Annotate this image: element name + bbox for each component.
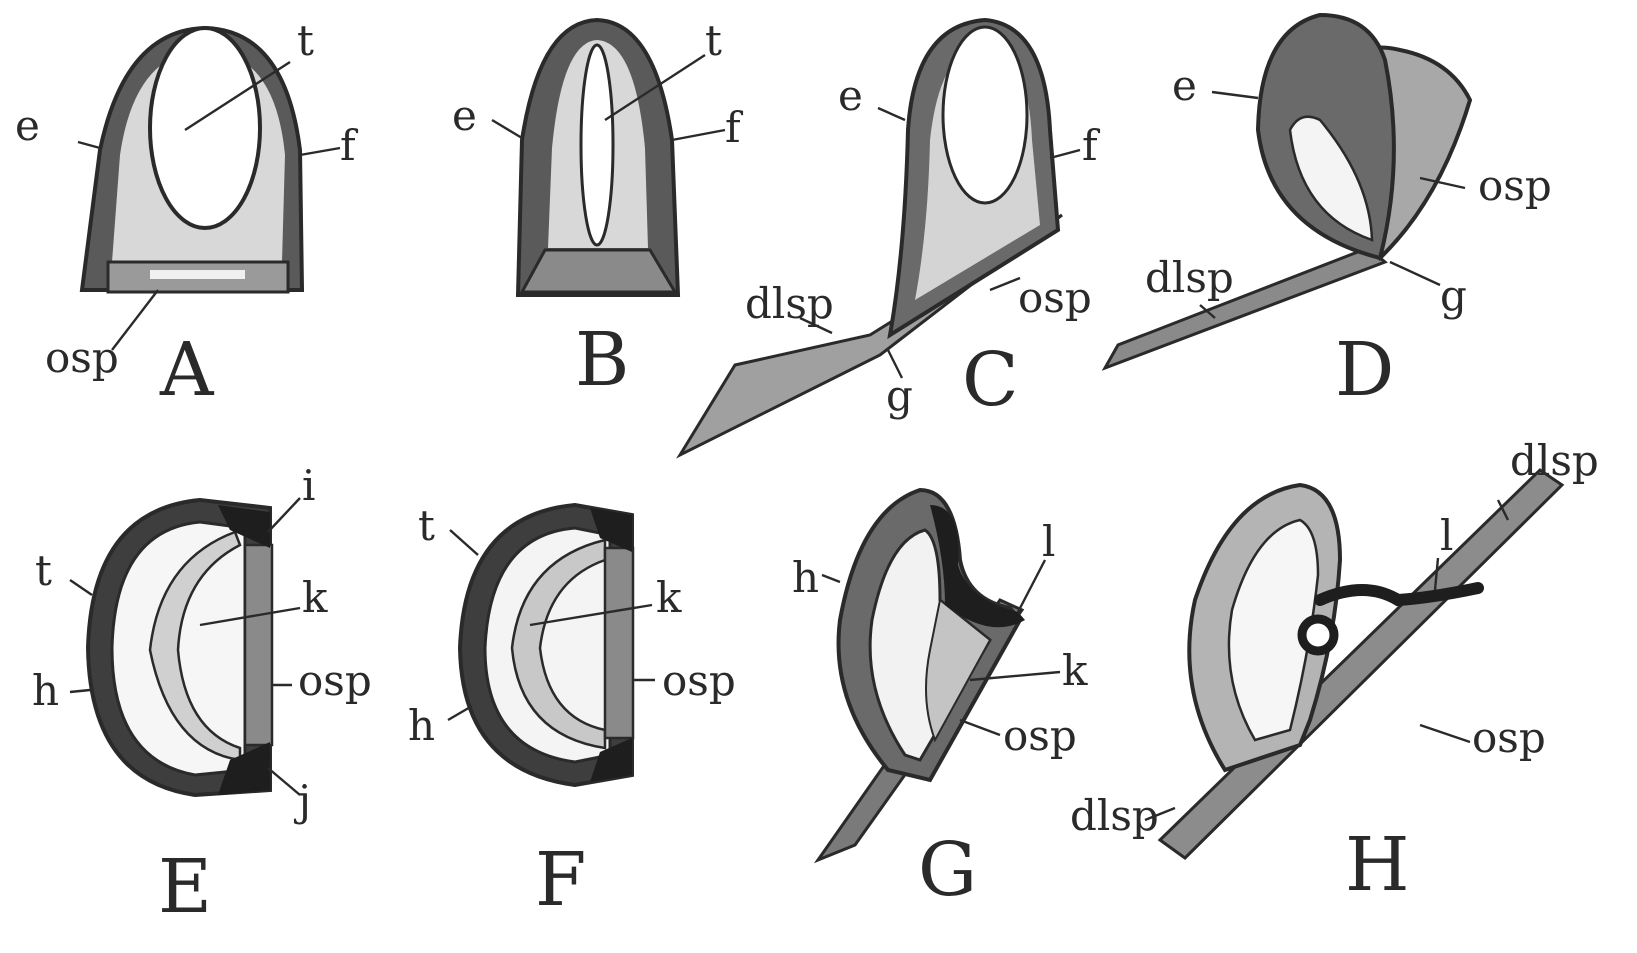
panel-h-l-cord — [1320, 588, 1478, 600]
panel-a-label-t: t — [297, 16, 314, 65]
panel-h-label-dlsp-top: dlsp — [1510, 436, 1599, 485]
panel-f: t k osp h F — [408, 501, 736, 923]
panel-g-label-k: k — [1062, 646, 1088, 695]
panel-a-basal-slit — [150, 270, 245, 279]
panel-c-label-f: f — [1082, 121, 1101, 170]
panel-b-cavity — [581, 45, 613, 245]
panel-h-l-loop — [1302, 619, 1334, 651]
panel-e-letter: E — [158, 844, 212, 930]
panel-h-label-osp: osp — [1472, 713, 1546, 762]
panel-b-label-e: e — [452, 91, 477, 140]
panel-e-label-osp: osp — [298, 656, 372, 705]
panel-h: dlsp l osp dlsp H — [1070, 436, 1599, 908]
panel-b-label-t: t — [705, 16, 722, 65]
panel-e-label-i: i — [302, 461, 315, 510]
panel-g-label-h: h — [792, 553, 819, 602]
panel-a: e t f osp A — [15, 16, 359, 413]
panel-f-letter: F — [535, 837, 586, 923]
panel-b-label-f: f — [725, 103, 744, 152]
panel-c-label-dlsp: dlsp — [745, 279, 834, 328]
panel-a-label-e: e — [15, 101, 40, 150]
panel-c-cavity — [943, 27, 1027, 203]
panel-h-label-l: l — [1440, 511, 1453, 560]
panel-d-letter: D — [1335, 327, 1394, 413]
panel-a-label-osp: osp — [45, 333, 119, 382]
panel-g: h l k osp G — [792, 490, 1088, 913]
panel-e-label-j: j — [293, 776, 311, 825]
panel-e-label-h: h — [32, 666, 59, 715]
panel-f-label-k: k — [656, 573, 682, 622]
panel-h-label-dlsp-bottom: dlsp — [1070, 791, 1159, 840]
panel-f-label-osp: osp — [662, 656, 736, 705]
panel-d-label-dlsp: dlsp — [1145, 253, 1234, 302]
panel-c-label-e: e — [838, 71, 863, 120]
panel-c-label-g: g — [886, 371, 913, 420]
panel-b-basal-band — [522, 250, 675, 292]
panel-c-letter: C — [962, 337, 1019, 423]
panel-e-osp-band — [245, 545, 272, 745]
panel-d: e osp dlsp g D — [1105, 15, 1552, 413]
panel-b-letter: B — [575, 317, 629, 403]
panel-g-letter: G — [918, 827, 977, 913]
panel-e-label-t: t — [35, 546, 52, 595]
panel-b: e t f B — [452, 16, 744, 403]
panel-d-label-e: e — [1172, 61, 1197, 110]
panel-d-label-osp: osp — [1478, 161, 1552, 210]
panel-h-letter: H — [1345, 822, 1410, 908]
panel-g-label-l: l — [1042, 517, 1055, 566]
panel-c: e f dlsp osp g C — [680, 20, 1101, 455]
panel-a-cavity — [150, 28, 260, 228]
panel-e: i t h k osp j E — [32, 461, 372, 930]
panel-f-label-t: t — [418, 501, 435, 550]
panel-f-osp-band — [605, 548, 633, 738]
panel-a-label-f: f — [340, 121, 359, 170]
panel-d-label-g: g — [1440, 271, 1467, 320]
panel-a-letter: A — [159, 327, 215, 413]
panel-e-label-k: k — [302, 573, 328, 622]
panel-f-label-h: h — [408, 701, 435, 750]
panel-c-label-osp: osp — [1018, 273, 1092, 322]
panel-g-label-osp: osp — [1003, 711, 1077, 760]
